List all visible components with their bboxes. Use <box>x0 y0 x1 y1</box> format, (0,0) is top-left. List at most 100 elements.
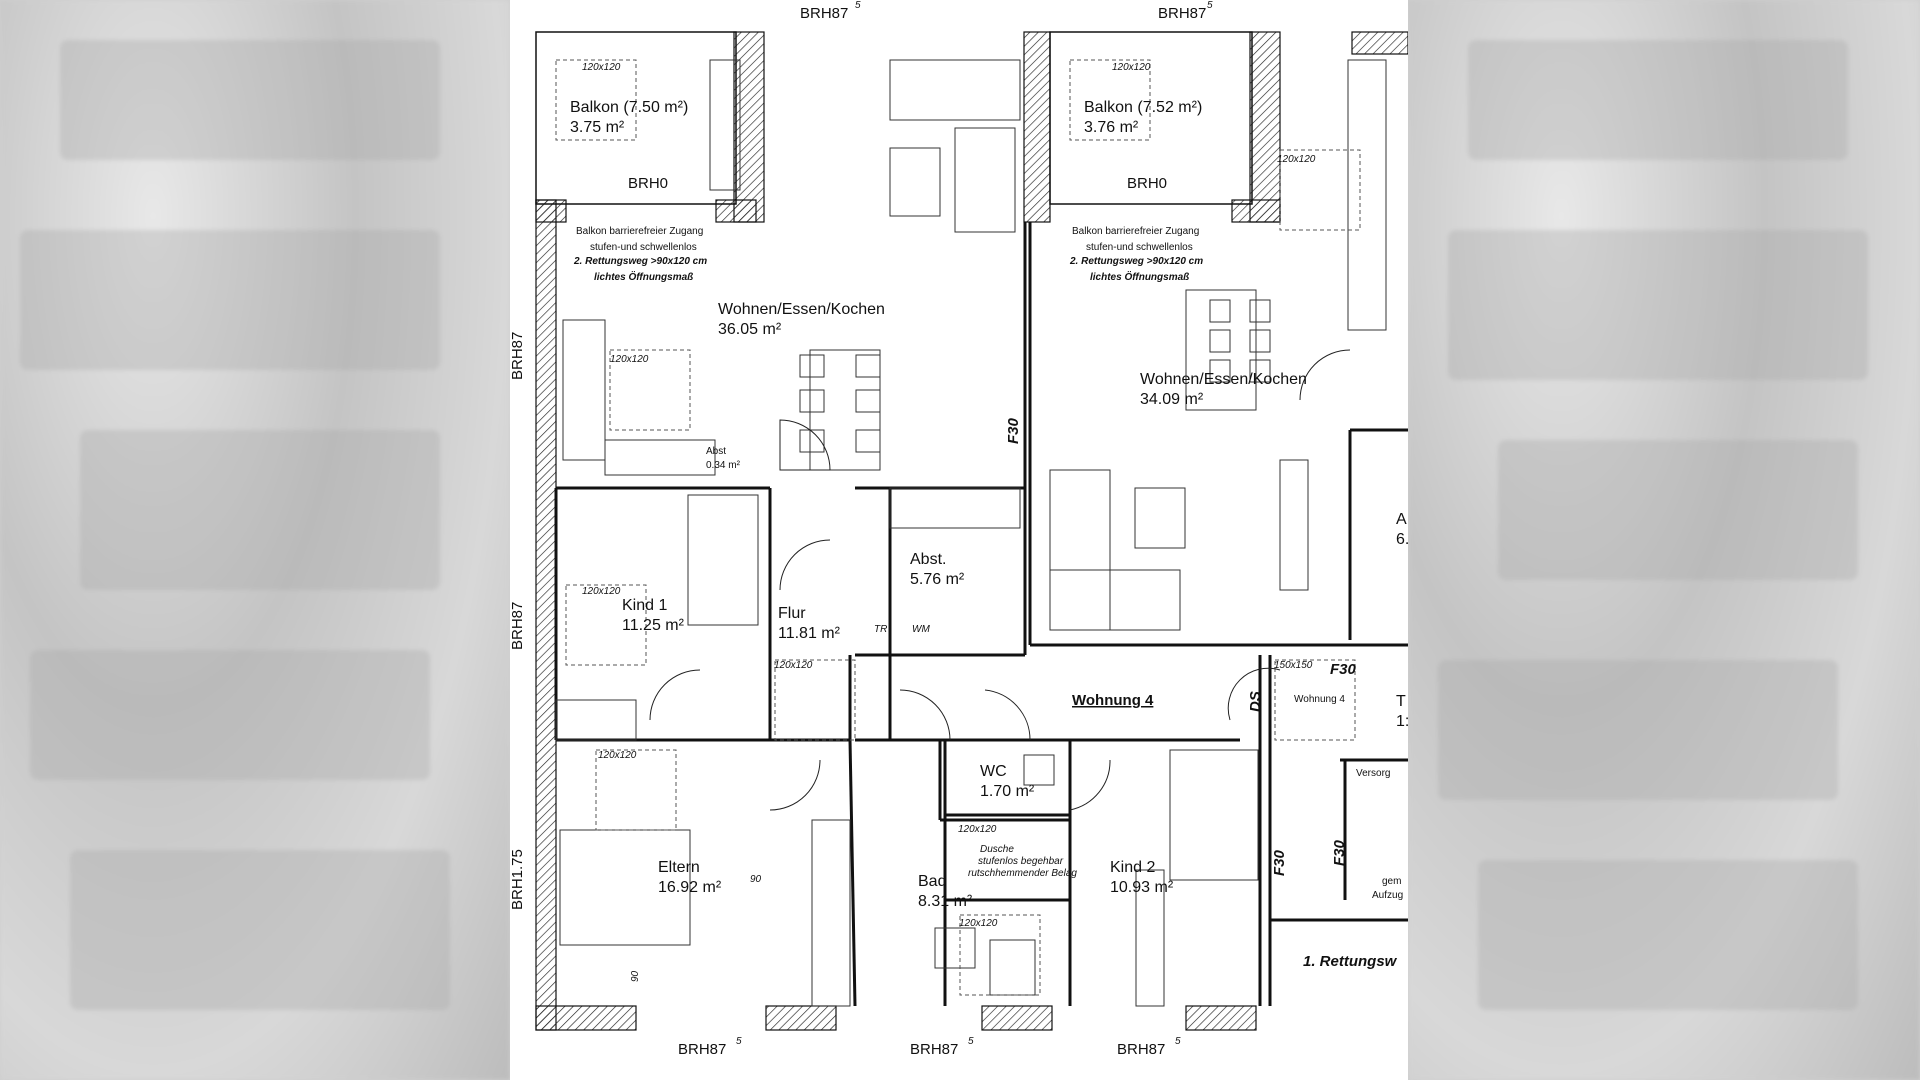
room-cut-a-area: 6. <box>1396 531 1408 548</box>
room-balkon1-name: Balkon (7.50 m²) <box>570 99 688 116</box>
room-kind2-name: Kind 2 <box>1110 859 1155 876</box>
floor-plan: BRH87 5 BRH87 5 BRH87 5 BRH87 5 BRH87 5 … <box>510 0 1408 1080</box>
exterior-walls <box>535 31 1408 1031</box>
kitchen-right <box>1347 59 1387 331</box>
f30-label-1: F30 <box>1005 417 1022 444</box>
room-kind1-area: 11.25 m² <box>622 617 685 634</box>
room-bad-name: Bad <box>918 873 946 890</box>
blurred-background-right <box>1408 0 1920 1080</box>
room-wohnen2-name: Wohnen/Essen/Kochen <box>1140 371 1307 388</box>
room-wc-name: WC <box>980 763 1007 780</box>
wohnung-sign: Wohnung 4 <box>1294 694 1345 705</box>
toilet-bad <box>989 939 1036 996</box>
wall-left <box>535 199 557 1031</box>
room-flur-name: Flur <box>778 605 806 622</box>
wm-label: WM <box>912 624 930 635</box>
wall-bottom-4 <box>1185 1005 1257 1031</box>
top-label-1: BRH87 <box>800 5 848 22</box>
shower-note: Dusche stufenlos begehbar rutschhemmende… <box>968 844 1077 879</box>
wardrobe-eltern <box>811 819 851 1007</box>
svg-text:5: 5 <box>1175 1036 1181 1047</box>
sofa-1 <box>954 127 1016 233</box>
wardrobe-kind1 <box>555 699 637 741</box>
svg-text:5: 5 <box>1207 0 1213 11</box>
bottom-label-1: BRH87 <box>678 1041 726 1058</box>
wall-balkon2-right <box>1249 31 1281 223</box>
wall-bottom-1 <box>535 1005 637 1031</box>
svg-text:120x120: 120x120 <box>774 660 813 671</box>
room-balkon2-name: Balkon (7.52 m²) <box>1084 99 1202 116</box>
armchair-2 <box>1134 487 1186 549</box>
balcony-notes: Balkon barrierefreier Zugang stufen-und … <box>573 226 1203 283</box>
wohnung-label: Wohnung 4 <box>1072 692 1154 709</box>
room-kind2-area: 10.93 m² <box>1110 879 1174 896</box>
hammock-2 <box>1049 569 1181 631</box>
wall-balkon1-base <box>535 199 567 223</box>
room-eltern-name: Eltern <box>658 859 700 876</box>
svg-text:120x120: 120x120 <box>582 586 621 597</box>
sofa-2 <box>1049 469 1111 631</box>
balconies <box>535 31 1253 205</box>
room-abst-small-name: Abst <box>706 446 726 457</box>
brh-labels: BRH87 5 BRH87 5 BRH87 5 BRH87 5 BRH87 5 … <box>510 0 1213 1058</box>
room-cut-a-name: A <box>1396 511 1407 528</box>
room-balkon1-area: 3.75 m² <box>570 119 625 136</box>
room-labels: Balkon (7.50 m²) 3.75 m² Balkon (7.52 m²… <box>570 99 1408 910</box>
room-abst-area: 5.76 m² <box>910 571 965 588</box>
wall-bottom-2 <box>765 1005 837 1031</box>
svg-text:120x120: 120x120 <box>1277 154 1316 165</box>
room-abst-name: Abst. <box>910 551 946 568</box>
svg-text:120x120: 120x120 <box>610 354 649 365</box>
ds-label: DS <box>1247 691 1264 712</box>
bottom-label-2: BRH87 <box>910 1041 958 1058</box>
left-label-2: BRH87 <box>510 602 526 650</box>
f30-label-2: F30 <box>1330 661 1357 678</box>
svg-text:stufen-und schwellenlos: stufen-und schwellenlos <box>590 242 697 253</box>
kitchen-left <box>562 319 606 461</box>
armchair-1 <box>889 147 941 217</box>
svg-text:5: 5 <box>736 1036 742 1047</box>
versorg-label: Versorg <box>1356 768 1390 779</box>
room-wc-area: 1.70 m² <box>980 783 1035 800</box>
aufzug-label: Aufzug <box>1372 890 1403 901</box>
room-balkon2-area: 3.76 m² <box>1084 119 1139 136</box>
room-abst-small-area: 0.34 m² <box>706 460 741 471</box>
rettungsweg-label: 1. Rettungsw <box>1303 953 1398 970</box>
svg-text:Balkon barrierefreier Zugang: Balkon barrierefreier Zugang <box>1072 226 1199 237</box>
wall-bottom-3 <box>981 1005 1053 1031</box>
svg-text:Dusche: Dusche <box>980 844 1014 855</box>
svg-text:120x120: 120x120 <box>598 750 637 761</box>
room-cut-t-area: 1: <box>1396 713 1408 730</box>
room-kind1-name: Kind 1 <box>622 597 667 614</box>
cabinet-1 <box>709 59 741 191</box>
floor-plan-drawing: BRH87 5 BRH87 5 BRH87 5 BRH87 5 BRH87 5 … <box>510 0 1408 1058</box>
dining-table-2 <box>1185 289 1257 411</box>
cabinet-2 <box>1279 459 1309 591</box>
sink-bad <box>934 927 976 969</box>
svg-text:rutschhemmender Belag: rutschhemmender Belag <box>968 868 1077 879</box>
svg-text:5: 5 <box>855 0 861 11</box>
sill-label-1: BRH0 <box>628 175 668 192</box>
hammock-1 <box>889 59 1021 121</box>
svg-text:stufenlos begehbar: stufenlos begehbar <box>978 856 1064 867</box>
svg-text:120x120: 120x120 <box>959 918 998 929</box>
blurred-background-left <box>0 0 510 1080</box>
bed-kind2 <box>1169 749 1259 881</box>
svg-text:lichtes Öffnungsmaß: lichtes Öffnungsmaß <box>594 270 693 283</box>
svg-text:lichtes Öffnungsmaß: lichtes Öffnungsmaß <box>1090 270 1189 283</box>
dimension-90-horizontal: 90 <box>750 874 762 885</box>
svg-text:2. Rettungsweg >90x120 cm: 2. Rettungsweg >90x120 cm <box>1069 256 1203 267</box>
room-wohnen1-area: 36.05 m² <box>718 321 782 338</box>
room-wohnen2-area: 34.09 m² <box>1140 391 1204 408</box>
room-flur-area: 11.81 m² <box>778 625 841 642</box>
svg-text:2. Rettungsweg >90x120 cm: 2. Rettungsweg >90x120 cm <box>573 256 707 267</box>
turn-circle-labels: 120x120 120x120 120x120 120x120 120x120 … <box>582 62 1316 929</box>
svg-text:Balkon barrierefreier Zugang: Balkon barrierefreier Zugang <box>576 226 703 237</box>
f30-label-3: F30 <box>1271 849 1288 876</box>
tr-label: TR <box>874 624 887 635</box>
gem-label: gem <box>1382 876 1401 887</box>
storage-shelf <box>889 487 1021 529</box>
f30-label-4: F30 <box>1331 839 1348 866</box>
room-cut-t-name: T <box>1396 693 1406 710</box>
left-label-1: BRH87 <box>510 332 526 380</box>
